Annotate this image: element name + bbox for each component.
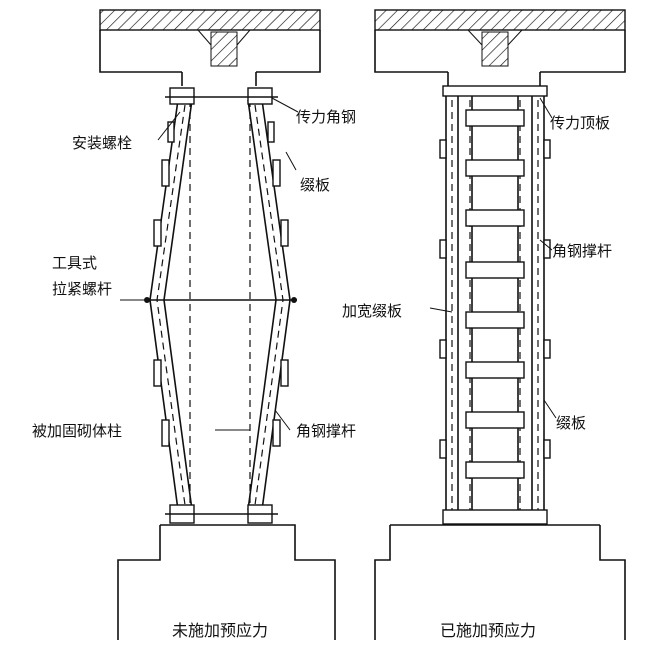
label-force-top-plate: 传力顶板 (550, 114, 610, 132)
label-reinforced-masonry-column: 被加固砌体柱 (32, 422, 122, 440)
label-mounting-bolt: 安装螺栓 (72, 134, 132, 152)
label-tool-tensioning-rod-1: 工具式 (52, 254, 97, 272)
label-batten-plate-right: 缀板 (556, 414, 586, 432)
right-slab-beam (374, 9, 626, 86)
label-widened-batten-plate: 加宽缀板 (342, 302, 402, 320)
right-batten-plates (439, 139, 551, 459)
left-slab-beam (99, 9, 321, 86)
right-widened-batten-plates (465, 109, 525, 479)
caption-right: 已施加预应力 (440, 621, 536, 640)
left-column (117, 87, 336, 640)
label-angle-steel-strut-left: 角钢撑杆 (296, 422, 356, 440)
label-tool-tensioning-rod-2: 拉紧螺杆 (52, 280, 112, 298)
caption-left: 未施加预应力 (172, 621, 268, 640)
left-batten-plates (153, 121, 289, 447)
label-batten-plate-left: 缀板 (300, 176, 330, 194)
label-force-angle-steel: 传力角钢 (296, 108, 356, 126)
right-column (374, 85, 626, 640)
label-angle-steel-strut-right: 角钢撑杆 (552, 242, 612, 260)
